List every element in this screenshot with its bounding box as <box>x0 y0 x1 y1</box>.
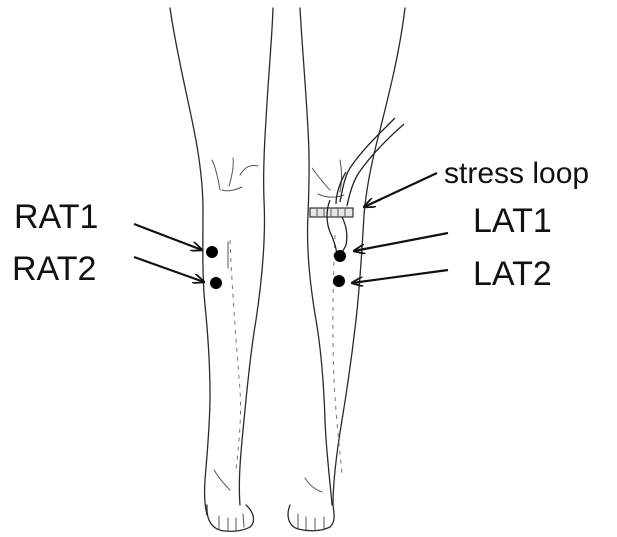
electrode-rat2 <box>210 277 222 289</box>
label-lat2: LAT2 <box>473 255 552 293</box>
left-leg <box>288 8 405 531</box>
arrow-rat1 <box>134 224 202 250</box>
left-leg-inner-contour <box>300 8 332 505</box>
stress-loop-cable-2 <box>347 124 404 206</box>
label-rat2: RAT2 <box>12 250 96 288</box>
arrow-lat2 <box>352 270 448 283</box>
left-foot <box>288 505 334 531</box>
right-ankle-detail <box>214 470 230 490</box>
label-rat1: RAT1 <box>14 198 98 236</box>
arrow-rat2 <box>134 257 204 282</box>
right-leg-outer-contour <box>170 8 210 515</box>
electrode-lat2 <box>333 275 345 287</box>
stress-loop-lead <box>340 217 347 254</box>
arrow-stress-loop <box>364 173 437 207</box>
electrode-rat1 <box>206 246 218 258</box>
label-lat1: LAT1 <box>473 202 552 240</box>
left-shin-line <box>333 235 342 475</box>
electrode-lat1 <box>334 250 346 262</box>
left-toes <box>298 514 324 531</box>
arrow-lat1 <box>354 233 448 251</box>
right-foot <box>207 505 254 531</box>
right-toes <box>219 514 244 531</box>
right-shin-line <box>230 240 241 470</box>
right-leg <box>170 8 273 531</box>
stress-loop-hardware <box>310 118 404 254</box>
left-knee-detail <box>312 160 344 197</box>
right-knee-detail <box>212 158 258 191</box>
left-ankle-detail <box>305 478 322 492</box>
label-stress-loop: stress loop <box>444 157 589 190</box>
right-leg-inner-contour <box>239 8 273 505</box>
